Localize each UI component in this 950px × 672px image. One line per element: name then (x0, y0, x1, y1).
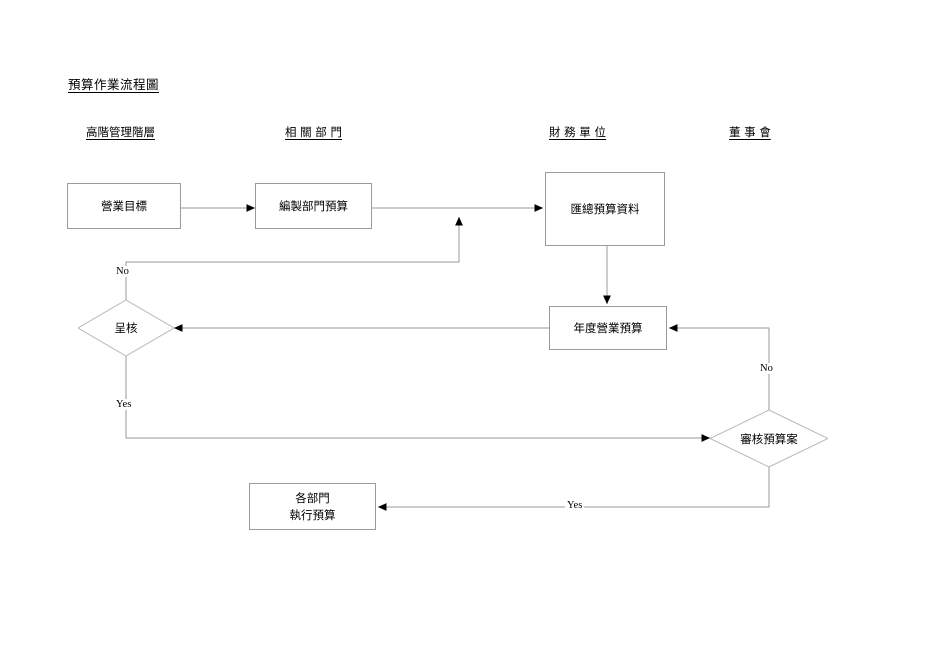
edge-label-approval-no: No (114, 266, 131, 277)
node-departments-execute-budget[interactable]: 各部門 執行預算 (249, 483, 376, 530)
node-submit-for-approval[interactable]: 呈核 (78, 300, 174, 356)
node-business-goal[interactable]: 營業目標 (67, 183, 181, 229)
lane-header-senior-management: 高階管理階層 (86, 125, 155, 139)
edge-label-review-yes: Yes (565, 500, 585, 511)
edge-label-approval-yes: Yes (114, 399, 134, 410)
lane-header-finance-unit: 財 務 單 位 (549, 125, 606, 139)
edge-review-no-to-annual-budget (668, 324, 770, 410)
lane-header-related-departments: 相 關 部 門 (285, 125, 342, 139)
diamond-shape (710, 410, 828, 467)
node-consolidate-budget-data[interactable]: 匯總預算資料 (545, 172, 665, 246)
node-review-budget-proposal[interactable]: 審核預算案 (710, 410, 828, 467)
edge-approval-yes-to-review (125, 356, 711, 442)
diamond-shape (78, 300, 174, 356)
page-title: 預算作業流程圖 (68, 77, 160, 92)
node-annual-operating-budget[interactable]: 年度營業預算 (549, 306, 667, 350)
edge-label-review-no: No (758, 363, 775, 374)
edge-approval-no-to-department-budget (125, 216, 463, 300)
lane-header-board-of-directors: 董 事 會 (729, 125, 771, 139)
node-prepare-department-budget[interactable]: 編製部門預算 (255, 183, 372, 229)
